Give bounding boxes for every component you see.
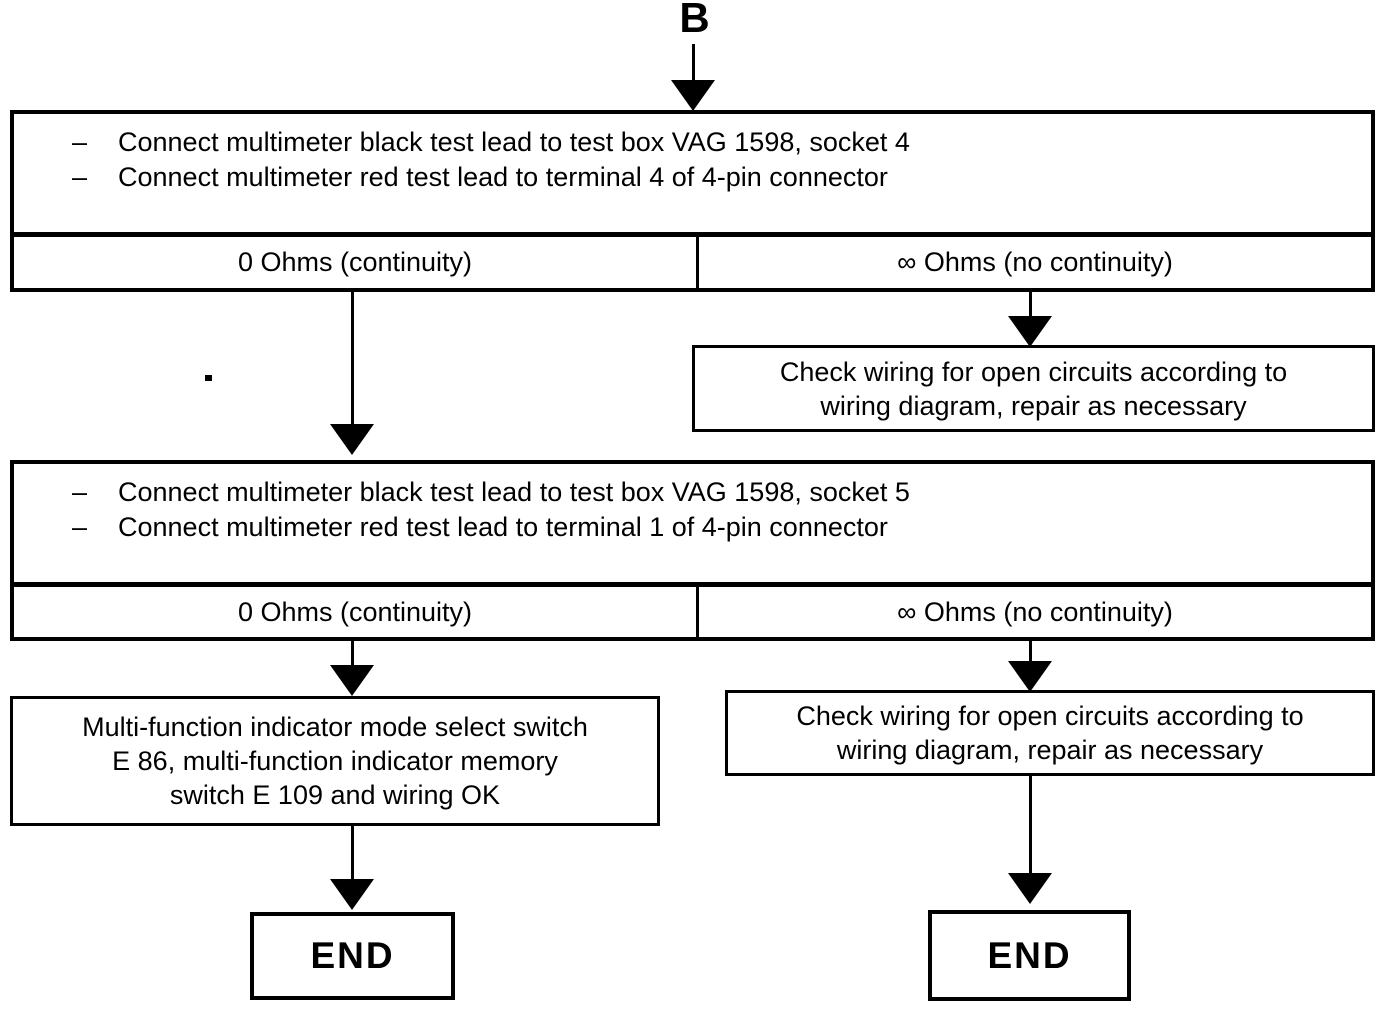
- dash-bullet: –: [72, 162, 88, 192]
- step2-instruction-text-1: Connect multimeter black test lead to te…: [118, 477, 910, 507]
- step1-instruction-line: – Connect multimeter black test lead to …: [72, 125, 1361, 160]
- step1-instruction-line: – Connect multimeter red test lead to te…: [72, 160, 1361, 195]
- step2-outcome-row: 0 Ohms (continuity) ∞ Ohms (no continuit…: [10, 583, 1375, 641]
- arrowhead-to-end-right-icon: [1008, 873, 1052, 904]
- arrowhead-step1-continuity-icon: [330, 424, 374, 455]
- step1-instruction-text-2: Connect multimeter red test lead to term…: [118, 162, 888, 192]
- end-box-right: END: [928, 910, 1131, 1001]
- step2-instruction-line: – Connect multimeter red test lead to te…: [72, 510, 1361, 545]
- end-box-left: END: [250, 912, 455, 1000]
- arrow-line-from-b: [692, 44, 695, 86]
- arrow-line-step1-continuity: [351, 292, 354, 427]
- connector-b-label: B: [679, 0, 711, 41]
- dash-bullet: –: [72, 477, 88, 507]
- arrowhead-step2-continuity-icon: [330, 665, 374, 696]
- dash-bullet: –: [72, 512, 88, 542]
- step2-outcome-continuity: 0 Ohms (continuity): [14, 587, 699, 637]
- arrow-line-step1-no-continuity: [1029, 292, 1032, 320]
- result-ok-line-3: switch E 109 and wiring OK: [169, 780, 501, 810]
- dash-bullet: –: [72, 127, 88, 157]
- scan-artifact-dot: [205, 375, 212, 381]
- arrow-line-step2-no-continuity: [1029, 641, 1032, 666]
- arrowhead-step1-no-continuity-icon: [1008, 316, 1052, 347]
- arrowhead-from-b-icon: [671, 80, 715, 111]
- check-wiring-top-box: Check wiring for open circuits according…: [692, 345, 1375, 432]
- arrowhead-step2-no-continuity-icon: [1008, 661, 1052, 692]
- check-wiring-top-line-2: wiring diagram, repair as necessary: [820, 390, 1247, 421]
- step1-instruction-box: – Connect multimeter black test lead to …: [10, 110, 1375, 236]
- check-wiring-top-line-1: Check wiring for open circuits according…: [779, 356, 1288, 387]
- result-ok-box: Multi-function indicator mode select swi…: [10, 696, 660, 826]
- arrow-line-step2-continuity: [351, 641, 354, 670]
- check-wiring-bottom-line-2: wiring diagram, repair as necessary: [836, 735, 1264, 765]
- step1-outcome-row: 0 Ohms (continuity) ∞ Ohms (no continuit…: [10, 233, 1375, 292]
- step1-instruction-text-1: Connect multimeter black test lead to te…: [118, 127, 910, 157]
- result-ok-line-2: E 86, multi-function indicator memory: [112, 746, 558, 776]
- step2-instruction-text-2: Connect multimeter red test lead to term…: [118, 512, 888, 542]
- step1-outcome-continuity: 0 Ohms (continuity): [14, 237, 699, 288]
- step2-outcome-no-continuity: ∞ Ohms (no continuity): [897, 596, 1173, 627]
- step2-instruction-line: – Connect multimeter black test lead to …: [72, 475, 1361, 510]
- check-wiring-bottom-line-1: Check wiring for open circuits according…: [796, 701, 1304, 731]
- arrow-line-to-end-left: [351, 826, 354, 884]
- arrowhead-to-end-left-icon: [330, 879, 374, 910]
- result-ok-line-1: Multi-function indicator mode select swi…: [82, 712, 588, 742]
- step2-instruction-box: – Connect multimeter black test lead to …: [10, 460, 1375, 586]
- check-wiring-bottom-box: Check wiring for open circuits according…: [725, 690, 1375, 776]
- step1-outcome-no-continuity: ∞ Ohms (no continuity): [897, 247, 1173, 277]
- arrow-line-to-end-right: [1029, 776, 1032, 878]
